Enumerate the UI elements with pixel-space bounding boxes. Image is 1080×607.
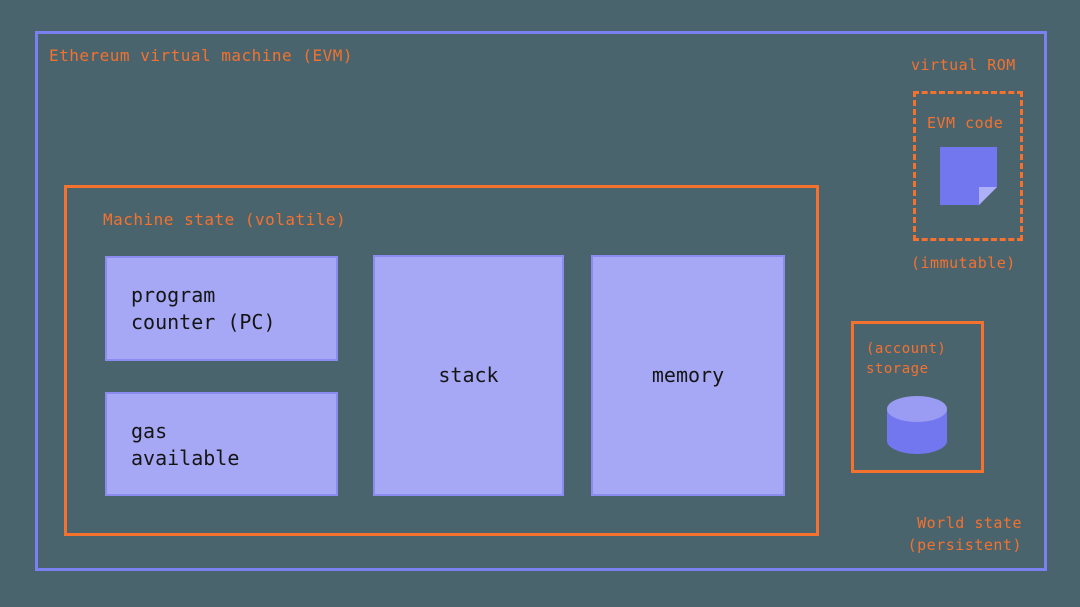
account-storage-label: (account) storage: [866, 341, 947, 377]
memory-block: memory: [591, 255, 785, 496]
stack-block: stack: [373, 255, 564, 496]
virtual-rom-title: virtual ROM: [911, 56, 1016, 74]
machine-state-title: Machine state (volatile): [103, 210, 347, 229]
evm-code-label: EVM code: [927, 114, 1004, 132]
immutable-label: (immutable): [911, 254, 1016, 272]
gas-available-block: gas available: [105, 392, 338, 496]
database-cylinder-icon: [884, 392, 950, 458]
world-state-label: World state (persistent): [907, 514, 1022, 554]
virtual-rom-dashed-box: [913, 91, 1023, 241]
account-storage-box: [851, 321, 984, 473]
program-counter-block: program counter (PC): [105, 256, 338, 361]
evm-title: Ethereum virtual machine (EVM): [49, 46, 353, 65]
evm-container-box: [35, 31, 1047, 571]
machine-state-box: [64, 185, 819, 536]
document-icon: [940, 147, 997, 205]
